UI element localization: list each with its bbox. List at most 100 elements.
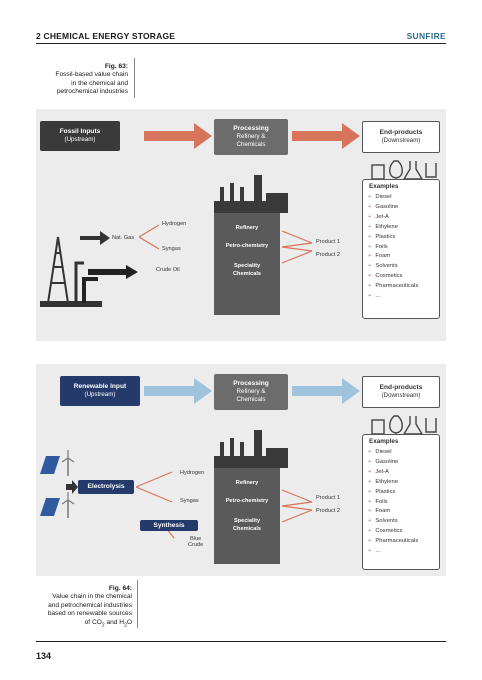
examples-title: Examples [369,183,399,190]
crude-oil-label: Crude Oil [156,267,180,273]
fig64-caption-line: based on renewable sources [47,610,132,618]
list-item: +Diesel [368,194,392,200]
fossil-inputs-box: Fossil Inputs (Upstream) [40,121,120,151]
converging-arrows-icon [282,489,313,523]
branch-arrows-icon [139,224,160,250]
examples-title: Examples [369,438,399,445]
fig63-number: Fig. 63: [104,63,128,70]
list-item: +Cosmetics [368,528,403,535]
header-rule [36,43,446,44]
refinery-tower: Refinery Petro-chemistry Speciality Chem… [214,213,280,315]
converging-arrows-icon [282,230,313,264]
hydrogen-label: Hydrogen [162,221,187,227]
renewable-input-box: Renewable Input (Upstream) [60,376,140,406]
tower-item: Speciality [233,518,261,524]
nat-gas-label: Nat. Gas [112,235,135,241]
solar-wind-icon [40,492,75,518]
tower-item: Petro-chemistry [225,498,269,504]
arrow-icon [292,378,360,404]
hydrogen-label: Hydrogen [180,470,205,476]
fossil-inputs-title: Fossil Inputs [59,128,101,135]
oil-rig-icon [40,236,102,307]
list-item: +... [368,293,381,300]
list-item: +Solvents [368,263,398,270]
list-item: +Gasoline [368,203,399,210]
caption-rule [134,58,135,98]
arrow-icon [88,265,138,279]
list-item: +Pharmaceuticals [368,283,419,290]
arrow-icon [66,480,78,494]
list-item: +Foam [368,253,391,260]
product-2-label: Product 2 [316,508,340,514]
end-products-box: End-products (Downstream) [362,121,440,153]
processing-subtitle: Refinery & [236,388,266,395]
processing-subtitle: Chemicals [236,141,266,148]
arrow-icon [144,378,212,404]
product-1-label: Product 1 [316,495,340,501]
synthesis-label: Synthesis [153,521,185,529]
examples-box: Examples +Diesel +Gasoline +Jet-A +Ethyl… [362,179,440,319]
list-item: +Ethylene [368,223,398,230]
processing-subtitle: Refinery & [236,133,266,140]
refinery-icon [214,175,288,213]
list-item: +Ethylene [368,478,398,485]
fig64-caption-line: and petrochemical industries [48,601,132,609]
end-products-title: End-products [379,384,423,391]
arrow-icon [80,231,110,245]
fig64-caption: Fig. 64: Value chain in the chemical and… [36,585,132,629]
tower-item: Petro-chemistry [225,243,269,249]
examples-list: +Diesel +Gasoline +Jet-A +Ethylene +Plas… [368,448,418,557]
tower-item: Refinery [235,480,259,486]
list-item: +Foils [368,243,388,250]
refinery-icon [214,430,288,468]
product-1-label: Product 1 [316,239,340,245]
electrolysis-label: Electrolysis [87,483,125,490]
tower-item: Refinery [235,225,259,231]
processing-box: Processing Refinery & Chemicals [214,119,288,155]
lab-flasks-icon [371,160,437,180]
solar-wind-icon [40,450,75,476]
list-item: +Jet-A [368,213,389,220]
list-item: +Diesel [368,449,392,455]
footer-rule [36,641,446,642]
lab-flasks-icon [371,415,437,435]
list-item: +Plastics [368,233,396,240]
fig63-caption-line: in the chemical and [71,79,128,87]
list-item: +Pharmaceuticals [368,538,419,545]
list-item: +Plastics [368,488,396,495]
caption-rule [137,580,138,628]
tower-item: Chemicals [233,271,261,277]
synthesis-box: Synthesis [140,520,198,531]
tower-item: Chemicals [233,526,261,532]
examples-box: Examples +Diesel +Gasoline +Jet-A +Ethyl… [362,434,440,570]
end-products-box: End-products (Downstream) [362,376,440,408]
list-item: +Foam [368,508,391,515]
syngas-label: Syngas [162,246,181,252]
product-2-label: Product 2 [316,252,340,258]
electrolysis-box: Electrolysis [78,480,134,494]
fig63-caption-line: petrochemical industries [56,88,128,96]
list-item: +Solvents [368,518,398,525]
end-products-subtitle: (Downstream) [381,137,421,144]
chapter-title: 2 CHEMICAL ENERGY STORAGE [36,31,176,41]
end-products-subtitle: (Downstream) [381,392,421,399]
fig63-caption-line: Fossil-based value chain [55,71,128,79]
list-item: +Cosmetics [368,273,403,280]
syngas-label: Syngas [180,498,199,504]
renewable-input-subtitle: (Upstream) [84,391,116,398]
fig64-diagram: Renewable Input (Upstream) Processing Re… [36,364,446,576]
list-item: +Gasoline [368,458,399,465]
processing-title: Processing [233,125,269,132]
list-item: +... [368,548,381,555]
processing-title: Processing [233,380,269,387]
fig64-caption-line: of CO2 and H2O [84,618,132,628]
blue-crude-label: Blue Crude [188,536,204,548]
fossil-inputs-subtitle: (Upstream) [64,136,96,143]
processing-box: Processing Refinery & Chemicals [214,374,288,410]
tower-item: Speciality [233,263,261,269]
processing-subtitle: Chemicals [236,396,266,403]
arrow-icon [292,123,360,149]
fig64-caption-line: Value chain in the chemical [52,593,132,601]
fig63-diagram: Fossil Inputs (Upstream) Processing Refi… [36,109,446,341]
arrow-icon [144,123,212,149]
